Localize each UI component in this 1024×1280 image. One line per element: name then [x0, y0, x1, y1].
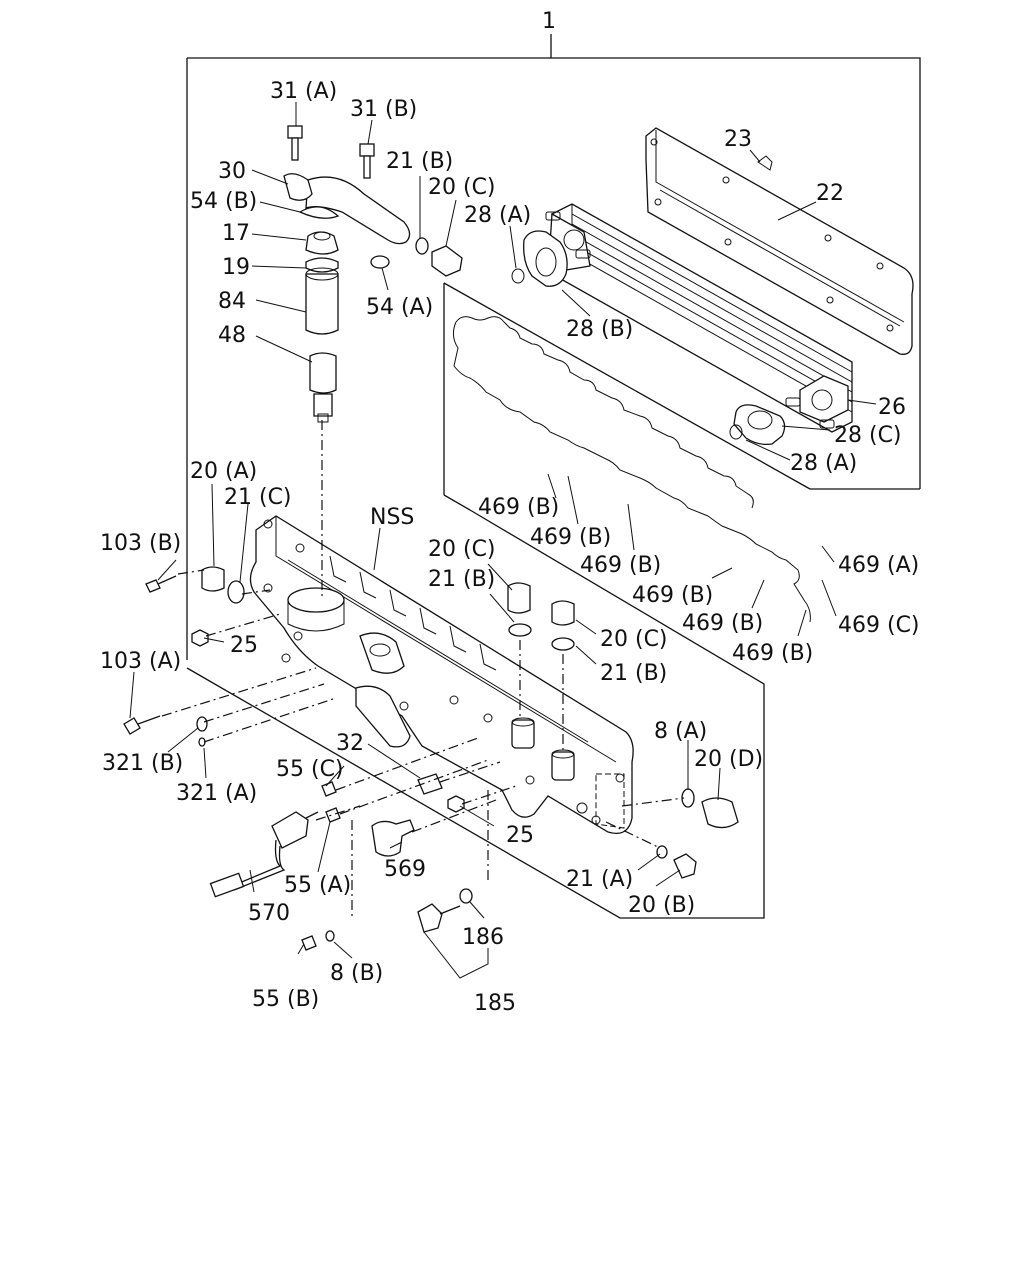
sensor-570	[209, 811, 319, 898]
label-20c-top: 20 (C)	[428, 175, 496, 200]
label-569: 569	[384, 857, 426, 882]
manifold-body	[249, 515, 634, 835]
label-321b: 321 (B)	[102, 751, 183, 776]
label-8b: 8 (B)	[330, 961, 383, 986]
label-570: 570	[248, 901, 290, 926]
label-31a: 31 (A)	[270, 79, 337, 104]
label-54a: 54 (A)	[366, 295, 433, 320]
label-23: 23	[724, 127, 752, 152]
label-8a: 8 (A)	[654, 719, 707, 744]
label-469b-3: 469 (B)	[580, 553, 661, 578]
label-25-top: 25	[230, 633, 258, 658]
label-nss: NSS	[370, 505, 414, 530]
label-28b: 28 (B)	[566, 317, 633, 342]
label-21b-top: 21 (B)	[386, 149, 453, 174]
label-20c-mid: 20 (C)	[428, 537, 496, 562]
o-rings-top	[370, 237, 463, 277]
label-469b-6: 469 (B)	[732, 641, 813, 666]
label-31b: 31 (B)	[350, 97, 417, 122]
label-19: 19	[222, 255, 250, 280]
label-103b: 103 (B)	[100, 531, 181, 556]
bolts-31	[287, 125, 375, 179]
label-28a-bot: 28 (A)	[790, 451, 857, 476]
label-20c-mid2: 20 (C)	[600, 627, 668, 652]
label-54b: 54 (B)	[190, 189, 257, 214]
label-22: 22	[816, 181, 844, 206]
label-469b-5: 469 (B)	[682, 611, 763, 636]
label-55a: 55 (A)	[284, 873, 351, 898]
label-17: 17	[222, 221, 250, 246]
gasket-28	[511, 230, 786, 446]
label-20b: 20 (B)	[628, 893, 695, 918]
label-469b-2: 469 (B)	[530, 525, 611, 550]
label-186: 186	[462, 925, 504, 950]
filter-stack	[283, 173, 411, 423]
label-21b-mid2: 21 (B)	[600, 661, 667, 686]
center-lines	[161, 420, 685, 920]
label-25-bot: 25	[506, 823, 534, 848]
label-469c: 469 (C)	[838, 613, 920, 638]
gasket-panel	[443, 282, 920, 623]
label-103a: 103 (A)	[100, 649, 181, 674]
label-185: 185	[474, 991, 516, 1016]
label-469b-4: 469 (B)	[632, 583, 713, 608]
label-21c: 21 (C)	[224, 485, 292, 510]
label-30: 30	[218, 159, 246, 184]
label-20d: 20 (D)	[694, 747, 763, 772]
label-32: 32	[336, 731, 364, 756]
label-48: 48	[218, 323, 246, 348]
oil-cooler	[545, 203, 853, 433]
label-55c: 55 (C)	[276, 757, 344, 782]
label-28a-top: 28 (A)	[464, 203, 531, 228]
fittings	[123, 566, 739, 951]
label-21a: 21 (A)	[566, 867, 633, 892]
leader-lines	[129, 102, 877, 979]
label-28c: 28 (C)	[834, 423, 902, 448]
cooler-cover	[645, 127, 914, 355]
label-1: 1	[542, 9, 556, 34]
label-21b-mid: 21 (B)	[428, 567, 495, 592]
label-469b-1: 469 (B)	[478, 495, 559, 520]
label-84: 84	[218, 289, 246, 314]
part-labels: 1 31 (A) 31 (B) 30 21 (B) 20 (C) 54 (B) …	[100, 9, 920, 1016]
assembly-frame	[186, 34, 921, 919]
label-321a: 321 (A)	[176, 781, 257, 806]
label-55b: 55 (B)	[252, 987, 319, 1012]
label-469a: 469 (A)	[838, 553, 919, 578]
label-20a: 20 (A)	[190, 459, 257, 484]
label-26: 26	[878, 395, 906, 420]
